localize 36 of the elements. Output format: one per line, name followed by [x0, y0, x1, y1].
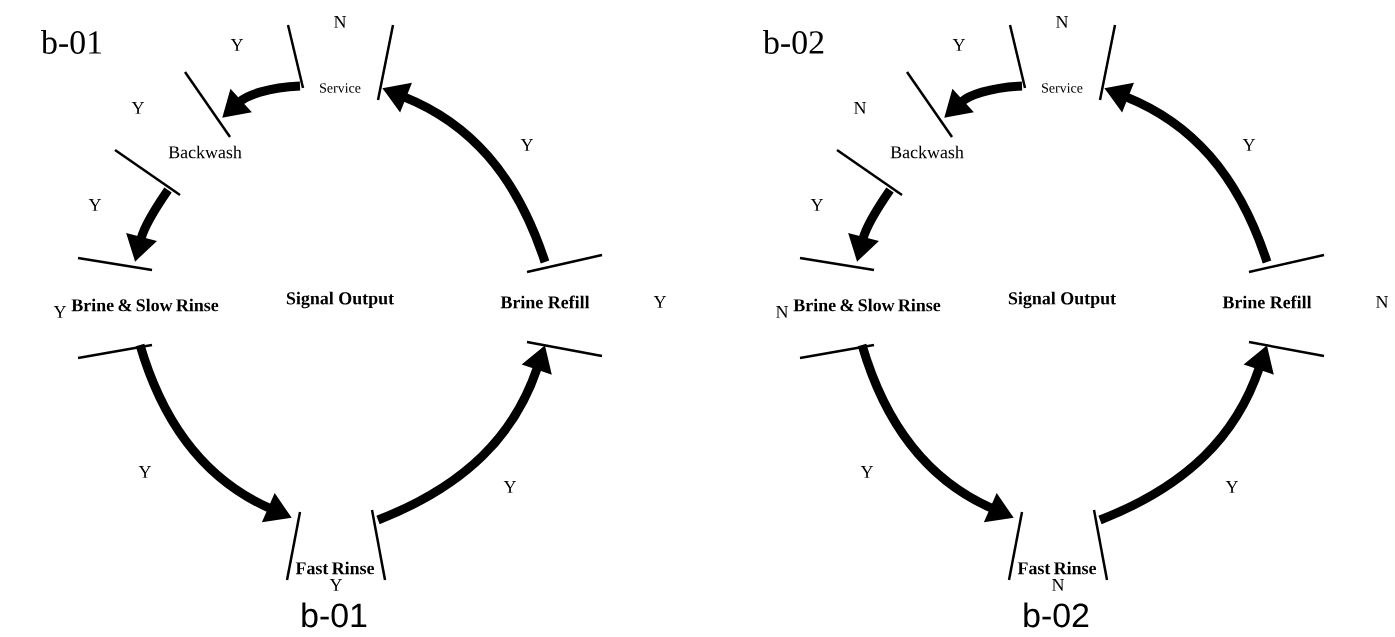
edge-label: Y	[519, 138, 535, 152]
status-letter: Y	[131, 102, 145, 114]
status-letter: Y	[653, 296, 667, 308]
status-letter: N	[1376, 296, 1389, 308]
stage-label: Backwash	[168, 145, 242, 159]
stage-label: Service	[320, 83, 361, 93]
stage-label: Brine Refill	[500, 295, 590, 309]
edge-label: Y	[502, 480, 518, 494]
stage-label: Service	[1042, 83, 1083, 93]
center-label: Signal Output	[286, 291, 394, 309]
panel-title: b-02	[762, 30, 824, 54]
edge-label: Y	[809, 198, 825, 212]
panel-title: b-01	[40, 30, 102, 54]
stage-label: Brine Refill	[1222, 295, 1312, 309]
stage-label: Fast Rinse	[1017, 561, 1097, 575]
panel-caption: b-01	[302, 602, 367, 628]
edge-label: Y	[1224, 480, 1240, 494]
status-letter: N	[1052, 579, 1065, 591]
center-label: Signal Output	[1008, 291, 1116, 309]
status-letter: N	[776, 306, 789, 318]
edge-label: Y	[137, 465, 153, 479]
stage-label: Fast Rinse	[295, 561, 375, 575]
stage-label: Brine & Slow Rinse	[793, 298, 941, 312]
stage-label: Brine & Slow Rinse	[71, 298, 219, 312]
edge-label: Y	[87, 198, 103, 212]
edge-label: Y	[859, 465, 875, 479]
edge-label: Y	[1241, 138, 1257, 152]
status-letter: N	[854, 102, 867, 114]
status-letter: Y	[53, 306, 67, 318]
status-letter: N	[334, 16, 347, 28]
edge-label: Y	[951, 38, 967, 52]
status-letter: Y	[329, 579, 343, 591]
panel-caption: b-02	[1024, 602, 1089, 628]
edge-label: Y	[229, 38, 245, 52]
status-letter: N	[1056, 16, 1069, 28]
stage-label: Backwash	[890, 145, 964, 159]
